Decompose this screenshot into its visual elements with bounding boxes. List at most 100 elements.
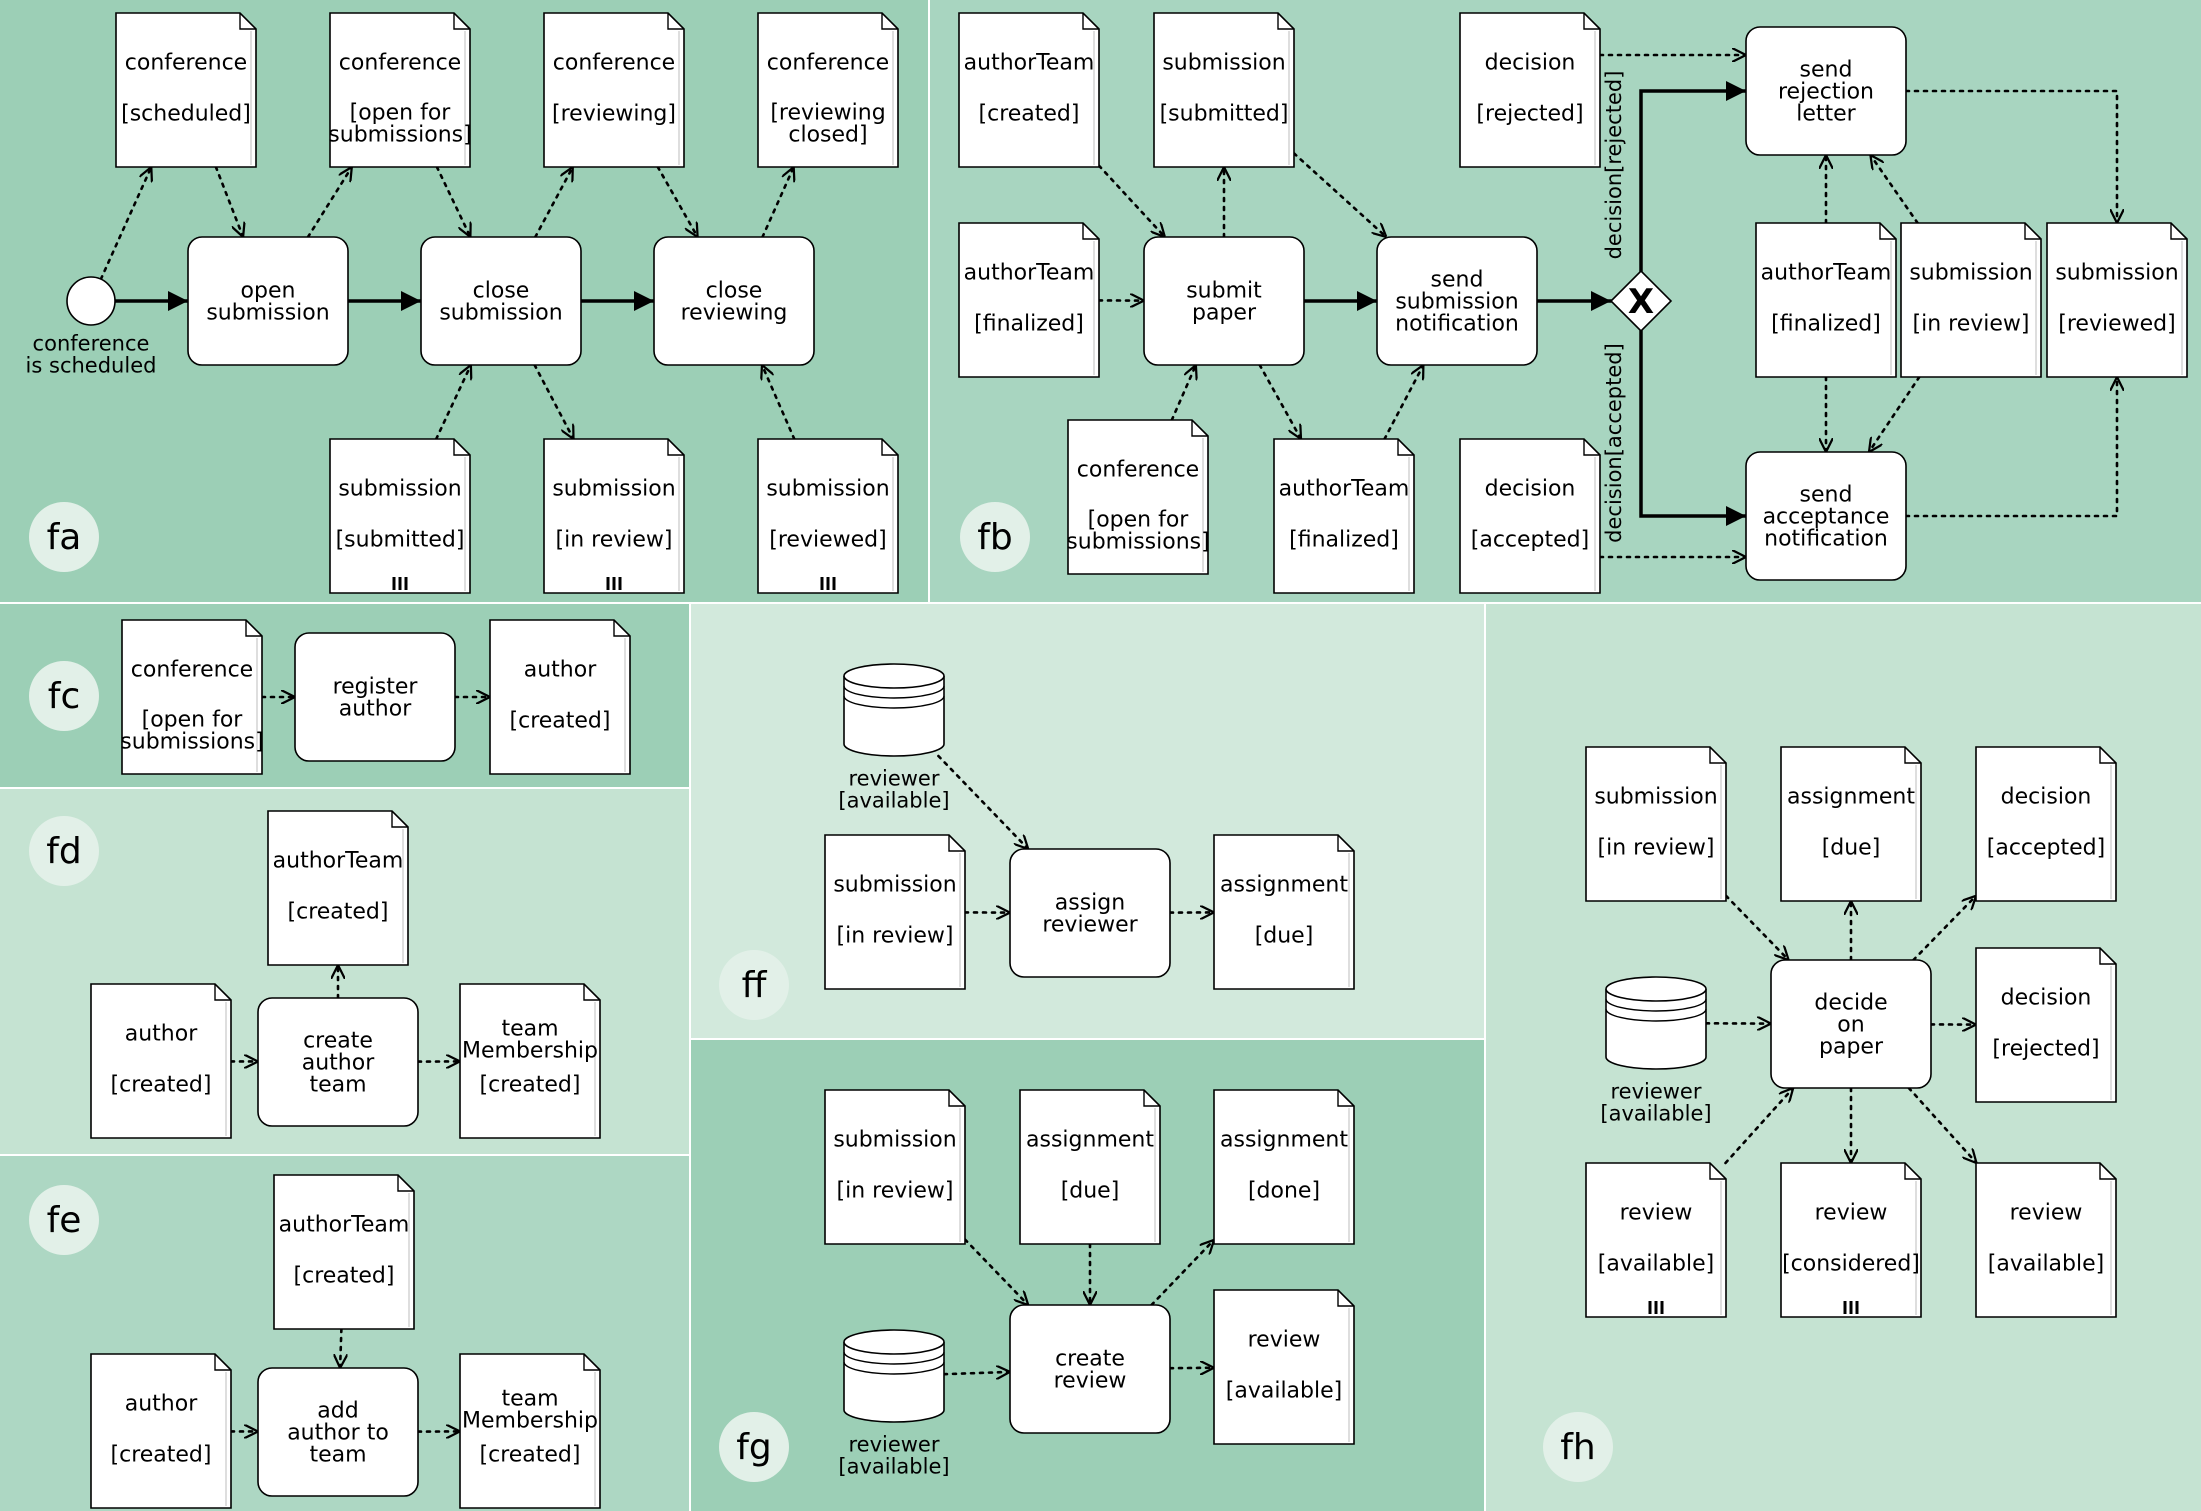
doc-name: submission bbox=[552, 477, 675, 502]
doc-g_asg2: assignment[done] bbox=[1213, 1089, 1355, 1245]
panel-label-fh: fh bbox=[1560, 1427, 1596, 1468]
doc-name: submission bbox=[833, 1128, 956, 1153]
doc-name: assignment bbox=[1220, 873, 1348, 898]
doc-e_at: authorTeam[created] bbox=[273, 1174, 415, 1330]
doc-h_review2: review[considered] bbox=[1780, 1162, 1922, 1318]
doc-state: [created] bbox=[111, 1443, 212, 1468]
multi-instance-marker bbox=[820, 577, 824, 590]
store-label: reviewer[available] bbox=[1600, 1079, 1711, 1125]
doc-state: [considered] bbox=[1782, 1252, 1920, 1277]
doc-state: [submitted] bbox=[336, 528, 465, 553]
edge-b_sub1-to-b_sendnotif bbox=[1292, 152, 1386, 237]
panel-badge-fh bbox=[1543, 1412, 1613, 1482]
doc-state: [due] bbox=[1822, 836, 1881, 861]
doc-name: conference bbox=[339, 51, 461, 76]
doc-g_asg1: assignment[due] bbox=[1019, 1089, 1161, 1245]
edge-b_gw-to-b_accept bbox=[1639, 329, 1748, 526]
edge-a_conf3-to-a_closerev bbox=[656, 165, 699, 237]
doc-b_at4: authorTeam[finalized] bbox=[1755, 222, 1897, 378]
doc-b_dec1: decision [rejected] bbox=[1459, 12, 1601, 168]
doc-state: [in review] bbox=[1598, 836, 1715, 861]
edge-a_closerev-to-a_conf4 bbox=[761, 167, 794, 239]
gateway-marker: X bbox=[1628, 282, 1654, 322]
doc-state: [created] bbox=[288, 900, 389, 925]
store-label: reviewer[available] bbox=[838, 1432, 949, 1478]
multi-instance-marker bbox=[606, 577, 610, 590]
doc-d_at: authorTeam[created] bbox=[267, 810, 409, 966]
panel-badge-fc bbox=[29, 661, 99, 731]
multi-instance-marker bbox=[618, 577, 622, 590]
doc-state: [available] bbox=[1988, 1252, 2104, 1277]
panel-label-ff: ff bbox=[742, 965, 768, 1006]
doc-name: authorTeam bbox=[1761, 261, 1892, 286]
multi-instance-marker bbox=[612, 577, 616, 590]
doc-name: authorTeam bbox=[964, 51, 1095, 76]
doc-b_sub1: submission[submitted] bbox=[1153, 12, 1295, 168]
doc-d_author: author[created] bbox=[90, 983, 232, 1139]
multi-instance-marker bbox=[1648, 1301, 1652, 1314]
doc-h_dec1: decision[accepted] bbox=[1975, 746, 2117, 902]
multi-instance-marker bbox=[1855, 1301, 1859, 1314]
doc-name: decision bbox=[1485, 51, 1576, 76]
doc-f_asg: assignment [due] bbox=[1213, 834, 1355, 990]
doc-state: [created] bbox=[979, 102, 1080, 127]
doc-state: [due] bbox=[1255, 924, 1314, 949]
doc-name: review bbox=[1248, 1328, 1321, 1353]
doc-name: decision bbox=[1485, 477, 1576, 502]
doc-name: submission bbox=[1909, 261, 2032, 286]
panel-badge-ff bbox=[719, 950, 789, 1020]
edge-h_sub-to-h_decide bbox=[1724, 894, 1789, 960]
doc-g_sub: submission[in review] bbox=[824, 1089, 966, 1245]
panel-label-fb: fb bbox=[977, 517, 1013, 558]
doc-c_author: author[created] bbox=[489, 619, 631, 775]
doc-state: [finalized] bbox=[974, 312, 1084, 337]
edge-b_sub2-to-b_accept bbox=[1869, 375, 1921, 452]
store-h_rev: reviewer[available] bbox=[1600, 976, 1712, 1125]
edge-e_at-to-e_add bbox=[340, 1327, 341, 1370]
doc-state: [accepted] bbox=[1987, 836, 2105, 861]
store-label: reviewer[available] bbox=[838, 766, 949, 812]
doc-name: conference bbox=[131, 658, 253, 683]
multi-instance-marker bbox=[832, 577, 836, 590]
doc-state: [created] bbox=[294, 1264, 395, 1289]
doc-state: [in review] bbox=[556, 528, 673, 553]
doc-state: [rejected] bbox=[1476, 102, 1583, 127]
edge-h_decide-to-h_dec1 bbox=[1912, 896, 1976, 962]
doc-name: conference bbox=[1077, 458, 1199, 483]
panel-badge-fe bbox=[29, 1185, 99, 1255]
multi-instance-marker bbox=[826, 577, 830, 590]
doc-state: [accepted] bbox=[1471, 528, 1589, 553]
doc-name: submission bbox=[833, 873, 956, 898]
doc-name: authorTeam bbox=[1279, 477, 1410, 502]
doc-name: assignment bbox=[1220, 1128, 1348, 1153]
multi-instance-marker bbox=[392, 577, 396, 590]
edge-a_sub3-to-a_closerev bbox=[762, 365, 796, 441]
panel-badge-fg bbox=[719, 1412, 789, 1482]
panel-label-fe: fe bbox=[47, 1200, 82, 1241]
panel-label-fg: fg bbox=[736, 1427, 772, 1468]
multi-instance-marker bbox=[1843, 1301, 1847, 1314]
multi-instance-marker bbox=[1660, 1301, 1664, 1314]
store-g_rev: reviewer[available] bbox=[838, 1329, 950, 1478]
multi-instance-marker bbox=[404, 577, 408, 590]
doc-state: [created] bbox=[111, 1073, 212, 1098]
